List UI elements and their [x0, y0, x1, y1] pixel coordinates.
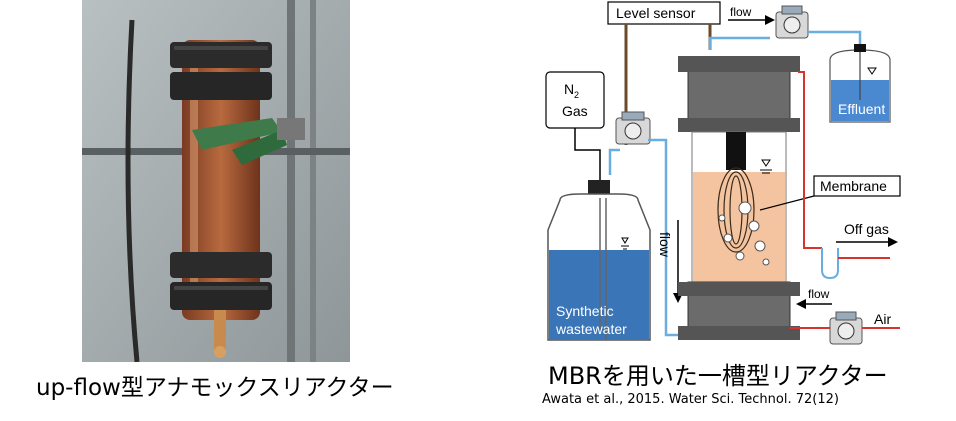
gas-label: Gas [562, 103, 588, 119]
reactor-sludge [693, 172, 785, 282]
off-gas-label: Off gas [844, 221, 889, 237]
synthetic-label: Synthetic [556, 303, 614, 319]
membrane-box [813, 175, 901, 197]
left-caption: up-flow型アナモックスリアクター [36, 375, 394, 401]
reactor-photo [82, 0, 350, 362]
air-label: Air [874, 311, 891, 327]
flow-air-label: flow [808, 287, 830, 301]
effluent-label: Effluent [838, 101, 885, 117]
membrane-label: Membrane [820, 178, 887, 194]
flow-top-label: flow [730, 5, 752, 19]
wastewater-label: wastewater [555, 321, 627, 337]
flow-vertical-label: flow [657, 232, 673, 258]
right-caption: MBRを用いた一槽型リアクター [548, 362, 888, 390]
level-sensor-box [607, 1, 721, 25]
mbr-schematic: Level sensor N 2 Gas Synthetic wastewate… [545, 1, 901, 345]
effluent-pump-icon [775, 5, 809, 39]
n2-subscript: 2 [574, 90, 579, 100]
citation: Awata et al., 2015. Water Sci. Technol. … [542, 392, 839, 407]
n2-gas-box [545, 71, 605, 129]
feed-pump-icon [615, 111, 651, 145]
level-sensor-label: Level sensor [616, 5, 696, 21]
n2-label: N [564, 81, 574, 97]
effluent-liquid [831, 80, 889, 121]
synthetic-wastewater-liquid [549, 250, 649, 340]
air-pump-icon [829, 311, 863, 345]
